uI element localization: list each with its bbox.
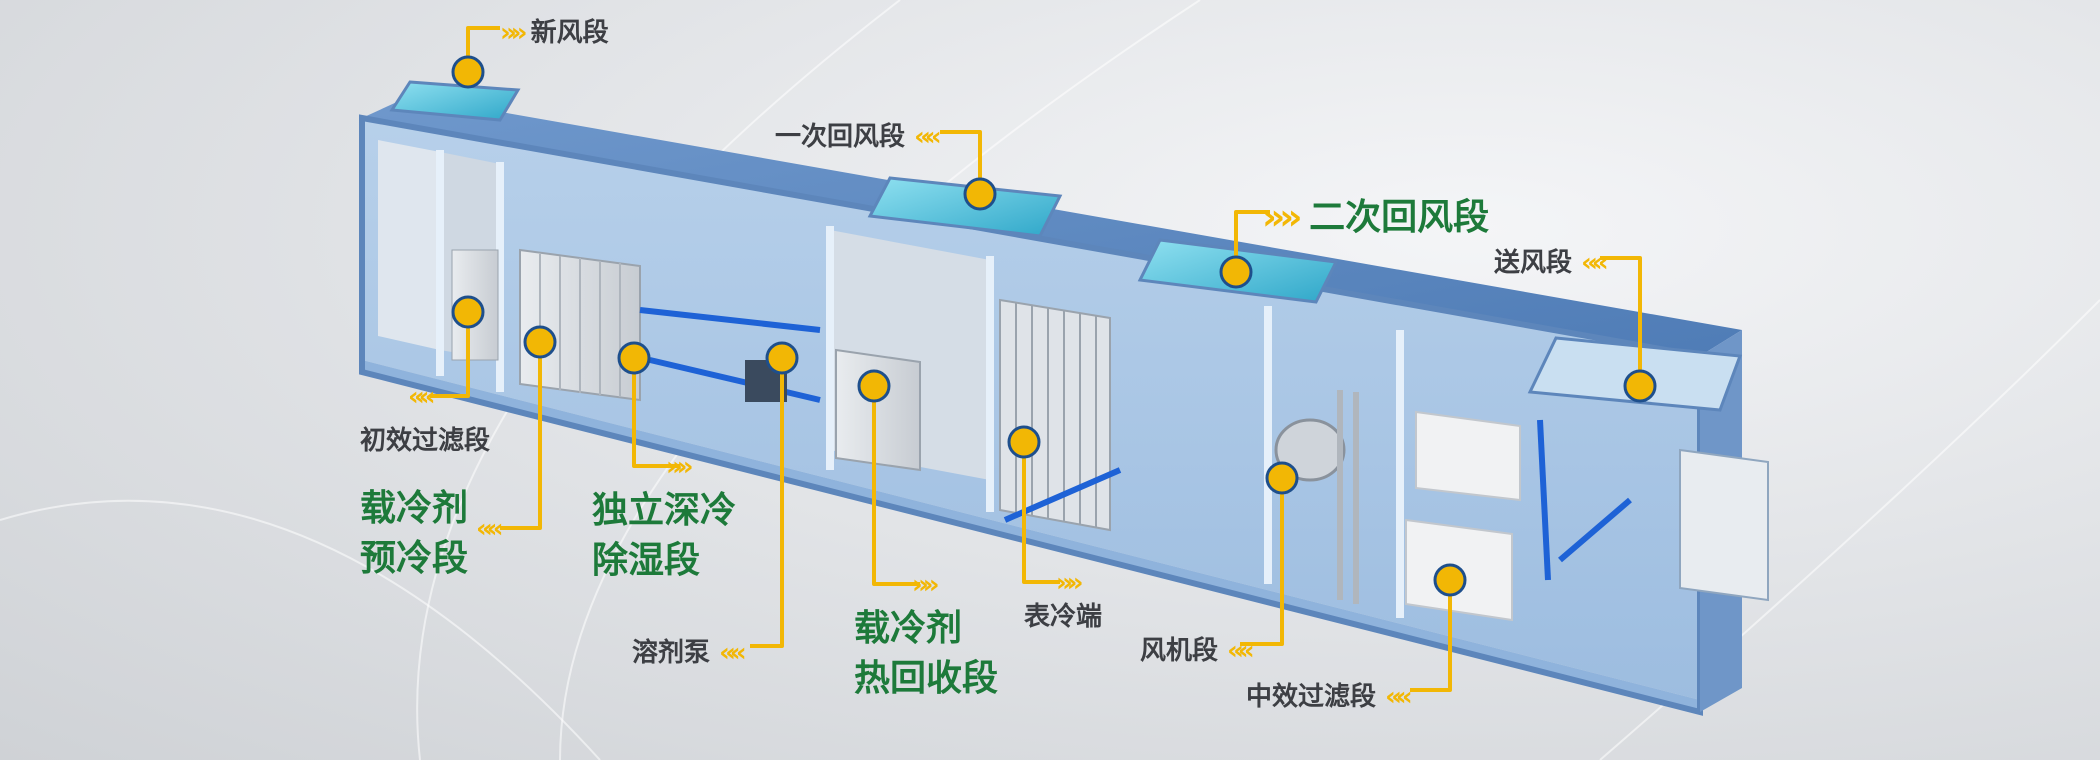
label-primary-return: 一次回风段 ««: [775, 122, 942, 152]
callout-dots: [451, 55, 1657, 597]
chevrons-icon: ««: [408, 382, 435, 412]
label-primary-filter: 初效过滤段: [360, 426, 491, 456]
label-medium-filter: 中效过滤段 ««: [1246, 682, 1413, 712]
label-refrigerant-precool: 载冷剂 预冷段: [360, 488, 469, 579]
callout-dot-icon: [1433, 563, 1467, 597]
callout-dot-icon: [523, 325, 557, 359]
chevrons-icon: ««: [719, 638, 746, 668]
chevrons-surface-cooler: »»: [1056, 568, 1083, 598]
chevrons-icon: ««: [1385, 682, 1412, 712]
vent-primary-return: [867, 176, 1063, 238]
callout-dot-icon: [1007, 425, 1041, 459]
callout-dot-icon: [617, 341, 651, 375]
chevrons-heat-recovery: »»: [912, 570, 939, 600]
label-deep-dehumid: 独立深冷 除湿段: [592, 490, 737, 581]
label-solvent-pump: 溶剂泵 ««: [632, 638, 747, 668]
callout-dot-icon: [1219, 255, 1253, 289]
chevrons-icon: ««: [476, 514, 503, 544]
surface-cooler-coil: [999, 298, 1122, 532]
callout-dot-icon: [765, 341, 799, 375]
fan-unit: [1274, 390, 1359, 604]
callout-dot-icon: [857, 369, 891, 403]
callout-dot-icon: [1265, 461, 1299, 495]
chevrons-primary-filter: ««: [408, 382, 435, 412]
chevrons-icon: ««: [914, 122, 941, 152]
supply-outlet-panel: [1679, 448, 1769, 602]
label-secondary-return: »» 二次回风段: [1262, 197, 1490, 238]
chevrons-icon: »»: [1262, 197, 1302, 238]
chevrons-icon: »»: [1056, 568, 1083, 598]
label-heat-recovery: 载冷剂 热回收段: [854, 608, 999, 699]
chevrons-icon: »»: [912, 570, 939, 600]
callout-dot-icon: [451, 55, 485, 89]
chevrons-precool: ««: [476, 514, 503, 544]
chevrons-icon: »»: [500, 18, 527, 48]
callout-dot-icon: [1623, 369, 1657, 403]
label-fresh-air: »» 新风段: [500, 18, 609, 48]
callout-dot-icon: [451, 295, 485, 329]
precool-coil: [519, 248, 641, 402]
label-supply-air: 送风段 ««: [1494, 248, 1609, 278]
label-fan-section: 风机段 ««: [1140, 636, 1255, 666]
leader-lines: [430, 26, 1642, 692]
vent-fresh-air: [389, 80, 521, 122]
chevrons-icon: »»: [666, 452, 693, 482]
chevrons-icon: ««: [1227, 636, 1254, 666]
heat-recovery-coil: [835, 348, 921, 472]
callout-dot-icon: [963, 177, 997, 211]
chevrons-deep-dehumid: »»: [666, 452, 693, 482]
label-surface-cooler: 表冷端: [1024, 602, 1103, 632]
chevrons-icon: ««: [1581, 248, 1608, 278]
